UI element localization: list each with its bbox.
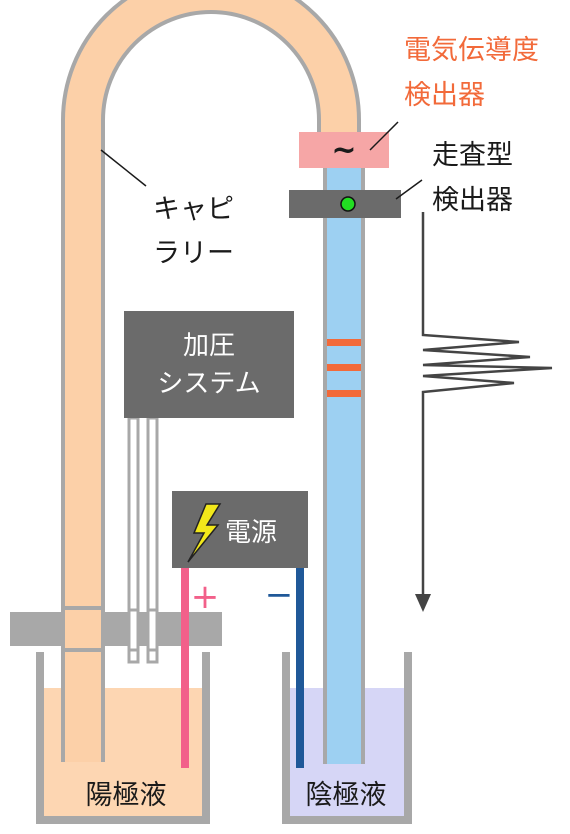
conductivity-detector-label: 電気伝導度 (404, 35, 539, 66)
catholyte-label: 陰極液 (306, 780, 387, 811)
detector-signal-trace (415, 212, 553, 612)
minus-sign: − (265, 575, 294, 615)
lightning-icon (187, 503, 222, 563)
cathode-electrode (296, 568, 304, 768)
anolyte-label: 陽極液 (86, 780, 167, 811)
capillary (61, 0, 361, 762)
column-body (327, 150, 361, 764)
pressure-system-box (124, 311, 294, 418)
plus-sign: + (191, 577, 220, 617)
sample-band (327, 390, 361, 397)
conductivity-symbol: ~ (331, 133, 356, 168)
catholyte-beaker-wall (282, 652, 412, 824)
pressure-system-label: システム (157, 369, 260, 399)
power-supply-label: 電源 (225, 518, 277, 548)
capillary-label: キャピ (153, 194, 234, 225)
anode-electrode (181, 568, 189, 768)
sample-band (327, 339, 361, 346)
capillary-body (65, 0, 357, 762)
holder-plate (10, 606, 222, 652)
conductivity-detector-label: 検出器 (404, 80, 485, 111)
scanning-detector-label: 検出器 (432, 185, 513, 216)
scanning-leader-line (395, 179, 423, 200)
capillary-leader-line (100, 149, 147, 187)
capillary-label: ラリー (153, 238, 234, 269)
conductivity-detector-box (299, 132, 389, 168)
sample-band (327, 364, 361, 371)
conductivity-leader-line (369, 121, 399, 151)
detector-dot-icon (340, 196, 356, 212)
trace-arrow-icon (415, 594, 431, 612)
separation-column (323, 150, 365, 764)
scanning-detector-label: 走査型 (432, 140, 513, 171)
pressure-system-label: 加圧 (183, 331, 235, 361)
anolyte-beaker-wall (36, 652, 210, 824)
